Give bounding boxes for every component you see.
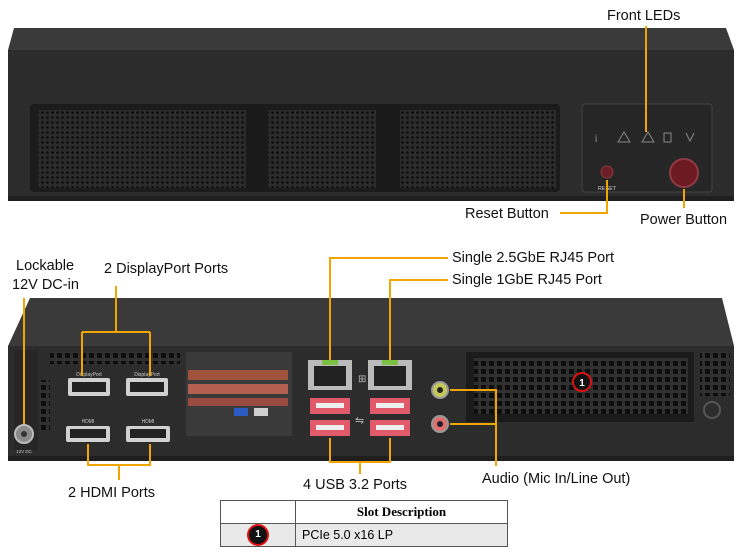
rj45-2.5gbe-port[interactable] [308, 360, 352, 390]
rear-callout-lines [23, 257, 497, 480]
hdmi-right[interactable]: HDMI [126, 419, 170, 442]
table-header: Slot Description [295, 500, 508, 524]
lockable-label-line2: 12V DC-in [12, 277, 79, 293]
lockable-label-line1: Lockable [16, 258, 75, 274]
slot-number-badge: 1 [247, 524, 269, 546]
power-button-label: Power Button [640, 212, 728, 228]
rj45-1gbe-label: Single 1GbE RJ45 Port [452, 272, 602, 288]
hdmi-left-text: HDMI [82, 419, 95, 425]
front-callout-lines [560, 26, 685, 214]
hdmi-label: 2 HDMI Ports [68, 485, 156, 501]
table-row-num: 1 [220, 523, 296, 547]
front-leds-label: Front LEDs [607, 8, 681, 24]
table-header-row: Slot Description [220, 500, 508, 524]
hdmi-right-text: HDMI [142, 419, 155, 425]
displayport-right[interactable]: DisplayPort [126, 372, 168, 396]
rj45-1gbe-port[interactable] [368, 360, 412, 390]
rear-chassis: 12V DC DisplayPort DisplayPort HDMI HDMI [8, 298, 734, 461]
svg-text:i: i [595, 134, 597, 145]
io-pins [188, 370, 288, 416]
power-button[interactable] [669, 158, 699, 188]
table-row-desc: PCIe 5.0 x16 LP [295, 523, 508, 547]
displayport-left[interactable]: DisplayPort [68, 372, 110, 396]
front-led-icons: i [595, 131, 695, 145]
reset-button-label: Reset Button [465, 206, 549, 222]
rj45-2.5gbe-label: Single 2.5GbE RJ45 Port [452, 250, 615, 266]
pcie-slot-badge [572, 372, 592, 392]
table-row: 1 PCIe 5.0 x16 LP [220, 523, 508, 547]
usb-icon: ⇋ [355, 414, 364, 427]
reset-button[interactable] [600, 165, 614, 179]
dp-right-text: DisplayPort [134, 372, 160, 378]
dc-text: 12V DC [16, 449, 33, 454]
displayport-label: 2 DisplayPort Ports [104, 261, 229, 277]
usb-label: 4 USB 3.2 Ports [303, 477, 407, 493]
slot-description-table: Slot Description 1 PCIe 5.0 x16 LP [220, 500, 508, 547]
network-icon: ⊞ [358, 374, 366, 385]
front-chassis: i RESET [8, 28, 734, 201]
pcie-slot-badge-text: 1 [579, 378, 585, 389]
table-header-blank [220, 500, 296, 524]
usb-ports[interactable] [310, 398, 410, 436]
hdmi-left[interactable]: HDMI [66, 419, 110, 442]
dp-left-text: DisplayPort [76, 372, 102, 378]
audio-label: Audio (Mic In/Line Out) [482, 471, 631, 487]
